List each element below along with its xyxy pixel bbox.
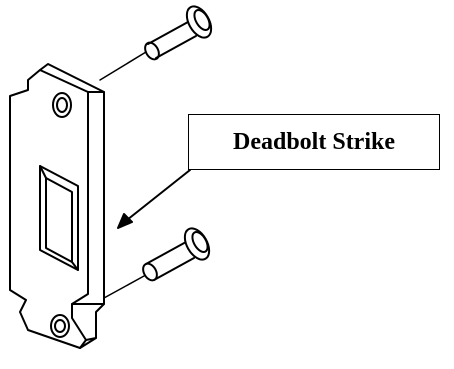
arrow-head (117, 213, 133, 229)
bottom-screw-guide-line (103, 275, 145, 299)
top-screw-hole (52, 92, 72, 118)
top-screw (99, 5, 213, 81)
top-screw-head (185, 5, 213, 39)
callout-label: Deadbolt Strike (233, 128, 395, 155)
strike-plate (9, 63, 105, 349)
bottom-screw-head (183, 227, 211, 261)
strike-plate-front (9, 69, 89, 349)
callout-arrow (117, 169, 191, 229)
bottom-screw (103, 227, 211, 299)
top-screw-guide-line (99, 51, 147, 81)
callout-box: Deadbolt Strike (188, 114, 440, 170)
bottom-screw-hole (50, 314, 70, 338)
